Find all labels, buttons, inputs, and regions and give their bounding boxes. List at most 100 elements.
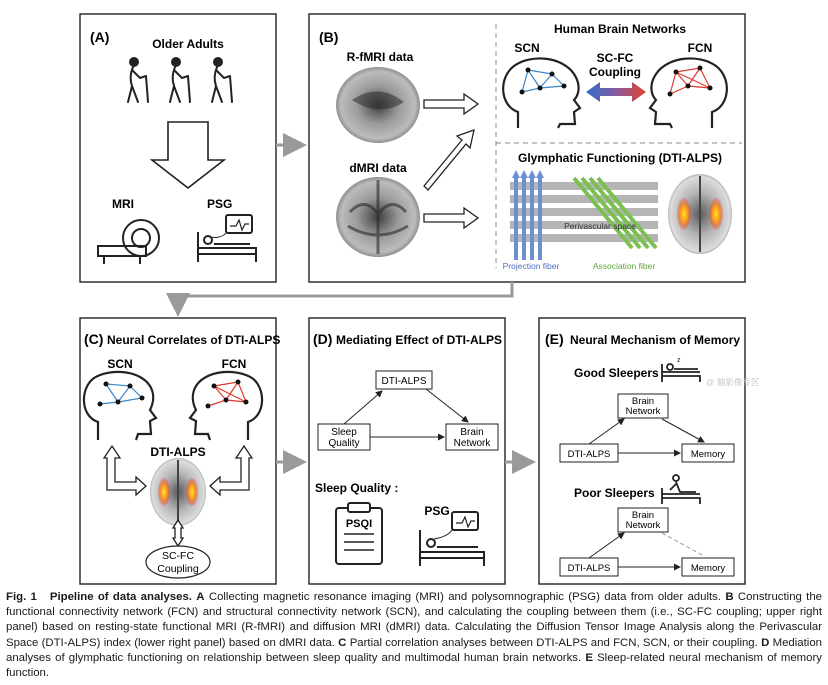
association-fibers: [572, 176, 658, 250]
d-node-brain: [445, 423, 499, 451]
hbn-title: Human Brain Networks: [554, 22, 686, 36]
e-good-edges: [588, 418, 705, 457]
c-fcn-head-icon: [188, 370, 264, 441]
c-scn-nodes: [97, 381, 145, 407]
caption-b-letter: B: [725, 591, 734, 603]
projection-arrowheads: [512, 170, 544, 178]
e-poor-brain-node: [617, 507, 669, 533]
e-good-alps-text: DTI-ALPS: [568, 449, 611, 460]
d-node-alps-text: DTI-ALPS: [381, 376, 426, 387]
panel-a: (A) Older Adults MRI PSG: [79, 13, 277, 283]
panel-e: (E) Neural Mechanism of Memory Good Slee…: [538, 317, 760, 585]
c-link-arrows: [102, 444, 254, 548]
d-sleep-quality-title: Sleep Quality :: [315, 481, 398, 495]
association-fiber-label: Association fiber: [593, 261, 656, 271]
psqi-clipboard-icon: [335, 502, 383, 565]
panel-d-label: (D): [313, 331, 332, 347]
panel-e-label: (E): [545, 331, 564, 347]
poor-sleepers-label: Poor Sleepers: [574, 486, 655, 500]
e-poor-edges: [588, 532, 705, 571]
caption-a-letter: A: [196, 591, 205, 603]
b-scn-head-icon: [502, 57, 582, 129]
panel-c-label: (C): [84, 331, 103, 347]
figure-caption: Fig. 1 Pipeline of data analyses. A Coll…: [6, 590, 822, 681]
rfmri-label: R-fMRI data: [347, 50, 414, 64]
connector-b-c: [166, 282, 514, 317]
dmri-sulci: [347, 180, 409, 254]
watermark-text: @ 脑影像专区: [706, 377, 760, 387]
psg-label: PSG: [207, 197, 232, 211]
sc-fc-coupling-arrow-icon: [586, 82, 646, 102]
b-fcn-nodes: [667, 65, 713, 97]
c-scn-label: SCN: [107, 357, 132, 371]
panel-d: (D) Mediating Effect of DTI-ALPS DTI-ALP…: [308, 317, 506, 585]
mri-label: MRI: [112, 197, 134, 211]
e-good-brain-line1: Brain: [632, 396, 654, 407]
caption-d-text: Mediation analyses of glymphatic functio…: [6, 636, 822, 664]
mri-scanner-icon: [97, 219, 160, 264]
b-coupling-line2: Coupling: [589, 65, 641, 79]
e-poor-brain-line2: Network: [626, 520, 661, 531]
good-sleeper-icon: z: [661, 357, 701, 382]
panel-b: (B) R-fMRI data dMRI data Human Brain Ne…: [308, 13, 746, 283]
d-psg-bed-icon: [419, 511, 485, 566]
dti-alps-schematic: Perivascular space Projection fiber Asso…: [503, 170, 658, 271]
b-fcn-edges: [669, 67, 711, 95]
c-fcn-edges: [207, 381, 247, 407]
caption-heading: Pipeline of data analyses.: [49, 591, 192, 603]
caption-b-text: Constructing the functional connectivity…: [6, 591, 823, 649]
caption-a-text: Collecting magnetic resonance imaging (M…: [208, 591, 722, 603]
b-scn-nodes: [519, 67, 567, 95]
c-scn-head-icon: [82, 370, 158, 441]
psg-bed-icon: [197, 214, 257, 262]
projection-fibers: [514, 176, 542, 260]
b-dti-alps-brain-image: [668, 174, 732, 254]
panel-b-arrows: [423, 92, 480, 230]
panel-d-frame: [308, 317, 506, 585]
e-poor-brain-line1: Brain: [632, 510, 654, 521]
b-scn-edges: [521, 69, 565, 93]
down-arrow-icon: [149, 121, 227, 190]
c-coupling-line2: Coupling: [157, 563, 199, 575]
e-poor-memory-text: Memory: [691, 563, 726, 574]
b-coupling-line1: SC-FC: [597, 51, 634, 65]
c-scn-edges: [99, 383, 143, 405]
panel-c-title: Neural Correlates of DTI-ALPS: [107, 333, 280, 347]
projection-fiber-label: Projection fiber: [503, 261, 560, 271]
dmri-label: dMRI data: [349, 161, 407, 175]
panel-c-frame: [79, 317, 277, 585]
panel-a-title: Older Adults: [152, 37, 224, 51]
perivascular-bars: [510, 182, 658, 242]
d-psg-label: PSG: [424, 504, 449, 518]
d-node-sleep-line1: Sleep: [331, 427, 357, 438]
panel-b-frame: [308, 13, 746, 283]
e-good-brain-node: [617, 393, 669, 419]
e-poor-alps-text: DTI-ALPS: [568, 563, 611, 574]
panel-a-frame: [79, 13, 277, 283]
b-fcn-label: FCN: [688, 41, 713, 55]
d-mediation-edges: [343, 388, 469, 441]
rfmri-ventricle: [352, 91, 404, 110]
caption-e-text: Sleep-related neural mechanism of memory…: [6, 651, 822, 680]
e-poor-memory-node: [681, 557, 735, 577]
panel-c: (C) Neural Correlates of DTI-ALPS SCN FC…: [79, 317, 280, 585]
e-good-brain-line2: Network: [626, 406, 661, 417]
good-sleepers-label: Good Sleepers: [574, 366, 659, 380]
panel-e-title: Neural Mechanism of Memory: [570, 333, 740, 347]
c-dti-alps-label: DTI-ALPS: [150, 445, 205, 459]
c-fcn-label: FCN: [222, 357, 247, 371]
zzz-icon: z: [677, 357, 681, 364]
d-node-alps: [375, 370, 433, 390]
c-coupling-ellipse: [145, 545, 211, 579]
poor-sleeper-icon: [661, 474, 701, 504]
glymphatic-title: Glymphatic Functioning (DTI-ALPS): [518, 151, 722, 165]
b-fcn-head-icon: [648, 57, 728, 129]
caption-c-text: Partial correlation analyses between DTI…: [349, 636, 758, 649]
caption-d-letter: D: [761, 636, 770, 649]
b-scn-label: SCN: [514, 41, 539, 55]
older-adults-icon: [127, 57, 233, 103]
c-coupling-line1: SC-FC: [162, 550, 194, 562]
e-good-memory-node: [681, 443, 735, 463]
panel-e-frame: [538, 317, 746, 585]
